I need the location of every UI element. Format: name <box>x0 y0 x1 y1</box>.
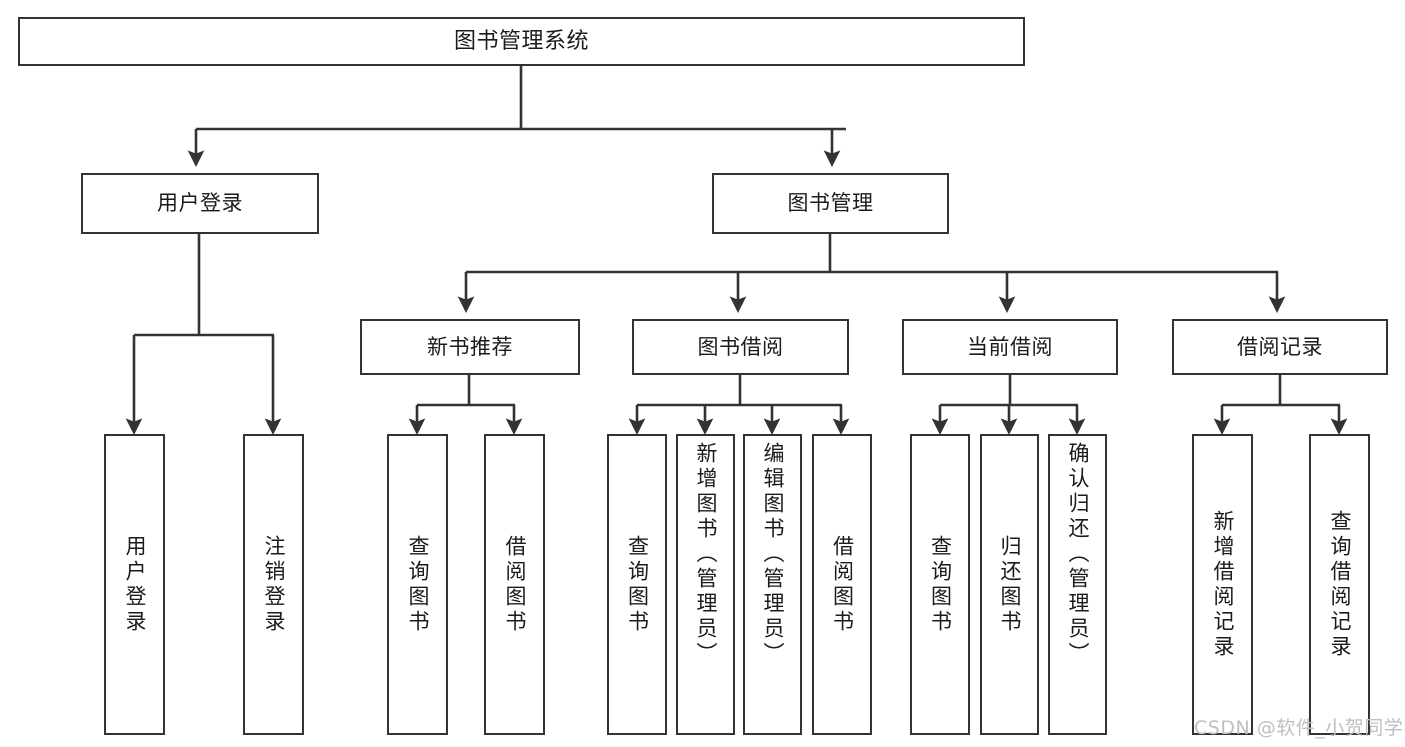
node-label: 确认归还（管理员） <box>1066 442 1090 667</box>
node-label: 新书推荐 <box>427 334 513 359</box>
watermark-credit: CSDN @软件_小贺同学 <box>1194 717 1404 739</box>
node-label: 新增借阅记录 <box>1211 509 1235 660</box>
leaf-confirm-return-admin[interactable]: 确认归还（管理员） <box>1048 434 1107 735</box>
node-label: 注销登录 <box>262 534 286 635</box>
node-label: 查询图书 <box>625 534 650 635</box>
node-book-management[interactable]: 图书管理 <box>712 173 949 234</box>
node-label: 查询图书 <box>928 534 953 635</box>
node-user-login[interactable]: 用户登录 <box>81 173 319 234</box>
node-label: 查询借阅记录 <box>1328 509 1352 660</box>
node-root-system[interactable]: 图书管理系统 <box>18 17 1025 66</box>
leaf-return-book[interactable]: 归还图书 <box>980 434 1039 735</box>
node-label: 借阅图书 <box>830 534 855 635</box>
node-label: 查询图书 <box>406 534 430 635</box>
node-book-borrow[interactable]: 图书借阅 <box>632 319 849 375</box>
leaf-query-book-borrow[interactable]: 查询图书 <box>607 434 667 735</box>
node-label: 图书管理系统 <box>453 28 589 54</box>
node-borrow-record[interactable]: 借阅记录 <box>1172 319 1388 375</box>
node-label: 用户登录 <box>157 191 243 216</box>
leaf-logout[interactable]: 注销登录 <box>243 434 304 735</box>
leaf-borrow-book-recommend[interactable]: 借阅图书 <box>484 434 545 735</box>
leaf-borrow-book[interactable]: 借阅图书 <box>812 434 872 735</box>
leaf-add-book-admin[interactable]: 新增图书（管理员） <box>676 434 735 735</box>
node-label: 归还图书 <box>998 534 1022 635</box>
leaf-add-borrow-record[interactable]: 新增借阅记录 <box>1192 434 1253 735</box>
node-label: 新增图书（管理员） <box>694 442 718 667</box>
node-label: 图书借阅 <box>697 334 784 359</box>
node-label: 借阅记录 <box>1237 334 1323 359</box>
leaf-edit-book-admin[interactable]: 编辑图书（管理员） <box>743 434 802 735</box>
leaf-query-book-recommend[interactable]: 查询图书 <box>387 434 448 735</box>
node-label: 编辑图书（管理员） <box>761 442 785 667</box>
node-label: 借阅图书 <box>503 534 527 635</box>
leaf-query-borrow-record[interactable]: 查询借阅记录 <box>1309 434 1370 735</box>
node-label: 用户登录 <box>123 534 147 635</box>
node-label: 当前借阅 <box>967 334 1053 359</box>
leaf-query-book-current[interactable]: 查询图书 <box>910 434 970 735</box>
leaf-user-login[interactable]: 用户登录 <box>104 434 165 735</box>
node-label: 图书管理 <box>787 191 874 216</box>
node-new-book-recommend[interactable]: 新书推荐 <box>360 319 580 375</box>
node-current-borrow[interactable]: 当前借阅 <box>902 319 1118 375</box>
